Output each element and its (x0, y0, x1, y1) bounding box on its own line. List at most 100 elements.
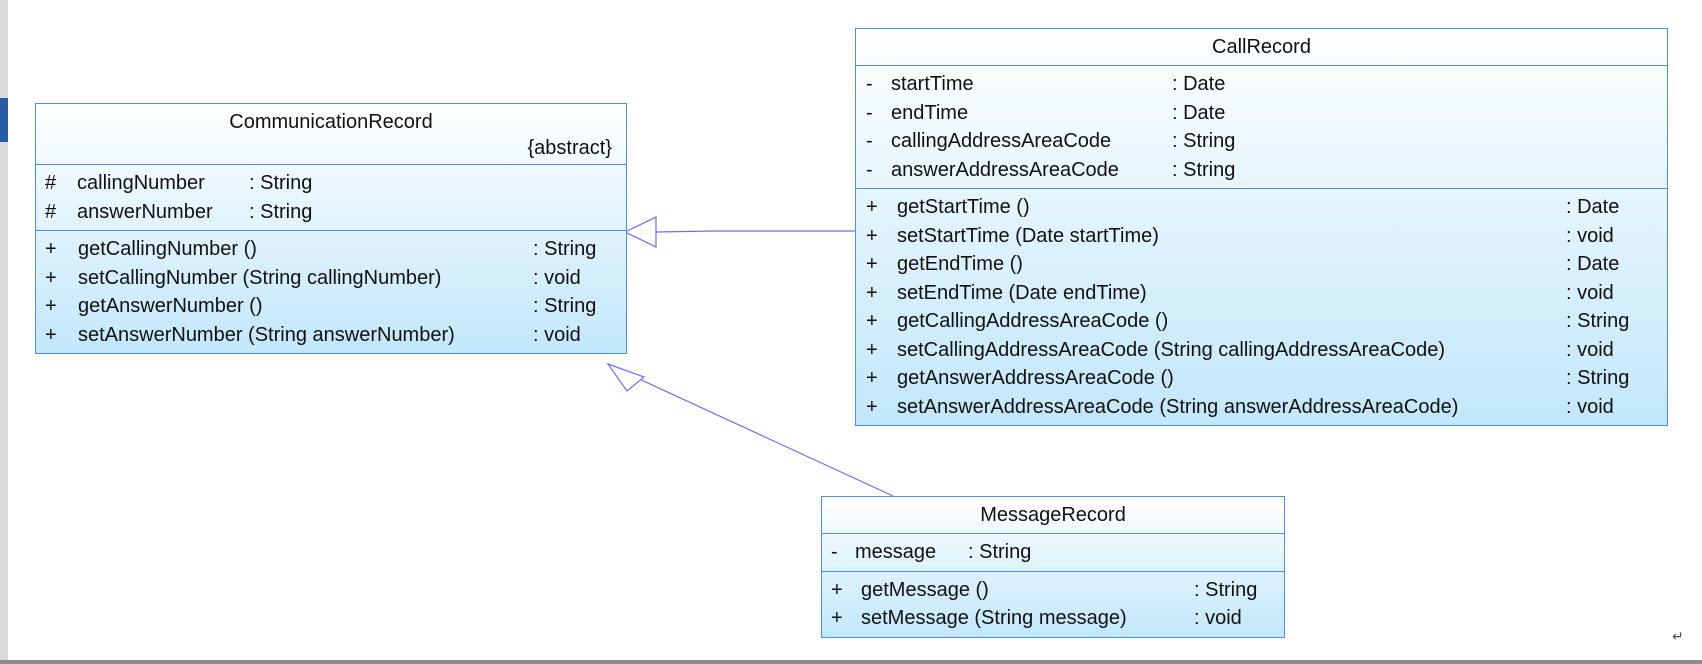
operation-row: + setAnswerAddressAreaCode (String answe… (856, 393, 1667, 422)
visibility-marker: - (831, 541, 838, 563)
visibility-marker: + (866, 310, 878, 332)
attribute-type: : String (249, 172, 313, 194)
attribute-name: message (855, 541, 937, 563)
operation-signature: setMessage (String message) (861, 607, 1127, 629)
operation-signature: setStartTime (Date startTime) (897, 224, 1159, 247)
operation-signature: setEndTime (Date endTime) (897, 281, 1147, 304)
visibility-marker: + (866, 224, 878, 247)
visibility-marker: # (45, 172, 57, 194)
attribute-type: : String (1172, 130, 1236, 152)
operation-row: + getAnswerNumber () : String (36, 292, 626, 321)
operation-return-type: : Date (1566, 253, 1620, 275)
operation-return-type: : String (533, 238, 597, 260)
class-call-record[interactable]: CallRecord - startTime : Date - endTime … (855, 28, 1668, 426)
visibility-marker: + (866, 253, 878, 275)
operation-return-type: : void (1566, 224, 1614, 247)
operation-signature: getEndTime () (897, 253, 1023, 275)
operation-signature: getStartTime () (897, 196, 1030, 218)
operation-return-type: : void (533, 266, 581, 289)
visibility-marker: # (45, 200, 57, 223)
visibility-marker: + (45, 295, 57, 317)
visibility-marker: + (831, 607, 843, 629)
visibility-marker: + (866, 196, 878, 218)
attribute-compartment: - message : String (822, 534, 1284, 572)
operation-signature: getMessage () (861, 578, 989, 601)
visibility-marker: + (45, 323, 57, 346)
operation-return-type: : void (1566, 395, 1614, 418)
operation-signature: getCallingAddressAreaCode () (897, 310, 1169, 332)
operation-signature: setAnswerAddressAreaCode (String answerA… (897, 395, 1459, 418)
visibility-marker: + (45, 238, 57, 260)
operation-compartment: + getStartTime () : Date + setStartTime … (856, 189, 1667, 425)
visibility-marker: + (866, 395, 878, 418)
class-name: CommunicationRecord (229, 111, 433, 133)
operation-row: + setEndTime (Date endTime) : void (856, 279, 1667, 308)
operation-row: + setAnswerNumber (String answerNumber) … (36, 321, 626, 350)
operation-signature: setCallingNumber (String callingNumber) (78, 266, 442, 289)
visibility-marker: + (866, 338, 878, 361)
operation-row: + getEndTime () : Date (856, 250, 1667, 279)
operation-row: + getCallingAddressAreaCode () : String (856, 307, 1667, 336)
operation-return-type: : void (1194, 607, 1242, 629)
visibility-marker: - (866, 73, 873, 95)
operation-row: + setCallingAddressAreaCode (String call… (856, 336, 1667, 365)
operation-row: + setCallingNumber (String callingNumber… (36, 264, 626, 293)
visibility-marker: + (866, 367, 878, 389)
operation-row: + getStartTime () : Date (856, 193, 1667, 222)
attribute-row: # callingNumber : String (36, 169, 626, 198)
operation-return-type: : void (1566, 281, 1614, 304)
attribute-name: answerAddressAreaCode (891, 158, 1119, 181)
operation-return-type: : Date (1566, 196, 1620, 218)
attribute-row: - callingAddressAreaCode : String (856, 127, 1667, 156)
visibility-marker: - (866, 130, 873, 152)
class-header: CallRecord (856, 29, 1667, 66)
left-margin-strip (0, 0, 8, 664)
attribute-type: : String (968, 541, 1032, 563)
operation-return-type: : String (1194, 578, 1258, 601)
operation-return-type: : void (1566, 338, 1614, 361)
visibility-marker: + (831, 578, 843, 601)
operation-row: + setMessage (String message) : void (822, 604, 1284, 633)
class-name: CallRecord (1212, 36, 1311, 58)
visibility-marker: + (45, 266, 57, 289)
attribute-name: answerNumber (77, 200, 213, 223)
operation-compartment: + getCallingNumber () : String + setCall… (36, 231, 626, 353)
attribute-row: - startTime : Date (856, 70, 1667, 99)
attribute-row: - answerAddressAreaCode : String (856, 156, 1667, 185)
left-margin-highlight (0, 98, 8, 142)
class-message-record[interactable]: MessageRecord - message : String + getMe… (821, 496, 1285, 638)
class-communication-record[interactable]: CommunicationRecord {abstract} # calling… (35, 103, 627, 354)
attribute-compartment: # callingNumber : String # answerNumber … (36, 165, 626, 231)
operation-signature: getCallingNumber () (78, 238, 257, 260)
visibility-marker: - (866, 158, 873, 181)
class-header: CommunicationRecord {abstract} (36, 104, 626, 165)
visibility-marker: + (866, 281, 878, 304)
operation-row: + getAnswerAddressAreaCode () : String (856, 364, 1667, 393)
attribute-name: startTime (891, 73, 974, 95)
attribute-name: callingAddressAreaCode (891, 130, 1112, 152)
operation-compartment: + getMessage () : String + setMessage (S… (822, 572, 1284, 637)
operation-signature: getAnswerAddressAreaCode () (897, 367, 1174, 389)
operation-row: + getCallingNumber () : String (36, 235, 626, 264)
operation-signature: setAnswerNumber (String answerNumber) (78, 323, 455, 346)
attribute-compartment: - startTime : Date - endTime : Date - ca… (856, 66, 1667, 189)
operation-row: + getMessage () : String (822, 576, 1284, 605)
operation-return-type: : String (533, 295, 597, 317)
attribute-row: # answerNumber : String (36, 198, 626, 227)
operation-signature: setCallingAddressAreaCode (String callin… (897, 338, 1446, 361)
operation-row: + setStartTime (Date startTime) : void (856, 222, 1667, 251)
operation-return-type: : String (1566, 367, 1630, 389)
operation-return-type: : String (1566, 310, 1630, 332)
attribute-type: : Date (1172, 101, 1226, 124)
operation-return-type: : void (533, 323, 581, 346)
attribute-type: : String (1172, 158, 1236, 181)
attribute-name: endTime (891, 101, 969, 124)
attribute-type: : String (249, 200, 313, 223)
paragraph-mark: ↵ (1672, 628, 1684, 644)
class-name: MessageRecord (980, 504, 1126, 526)
attribute-row: - message : String (822, 538, 1284, 567)
attribute-name: callingNumber (77, 172, 205, 194)
visibility-marker: - (866, 101, 873, 124)
class-header: MessageRecord (822, 497, 1284, 534)
